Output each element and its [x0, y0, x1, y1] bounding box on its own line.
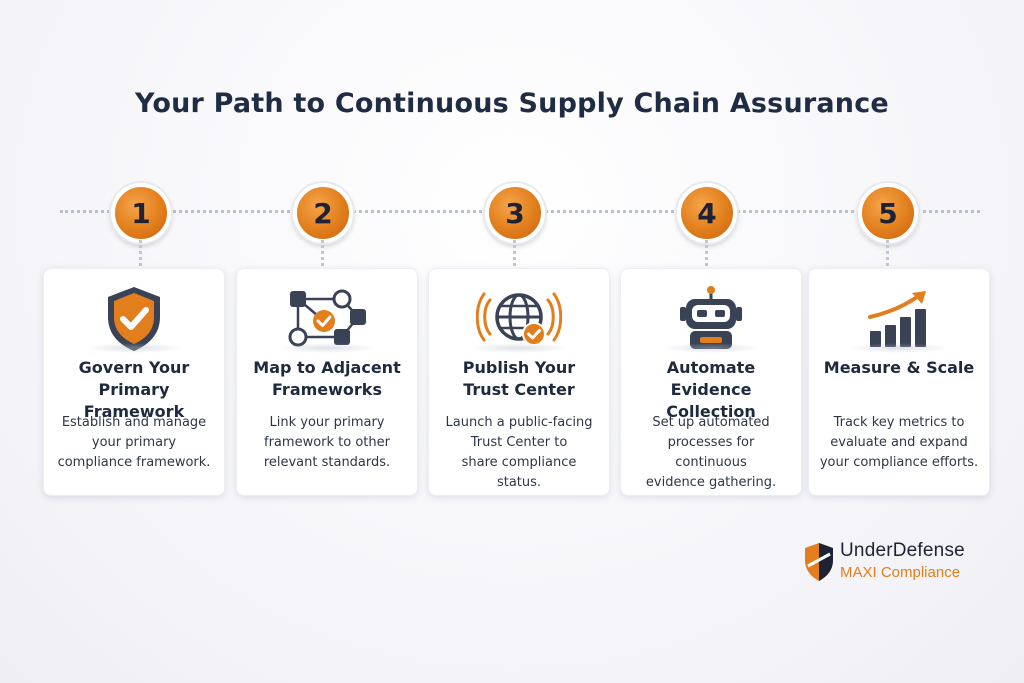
step-5-title: Measure & Scale	[823, 358, 975, 377]
growth-chart-icon	[809, 279, 989, 359]
brand-name: UnderDefense	[840, 540, 965, 561]
robot-icon	[621, 279, 801, 359]
network-map-icon	[237, 279, 417, 359]
page-title: Your Path to Continuous Supply Chain Ass…	[135, 88, 889, 119]
brand-shield-icon	[804, 542, 834, 586]
step-1-connector	[139, 240, 142, 266]
step-4-badge: 4	[677, 183, 737, 243]
brand-logo: UnderDefense MAXI Compliance	[804, 540, 994, 584]
step-5-badge: 5	[858, 183, 918, 243]
step-2-connector	[321, 240, 324, 266]
step-4-connector	[705, 240, 708, 266]
step-1-badge: 1	[111, 183, 171, 243]
shield-check-icon	[44, 279, 224, 359]
brand-product: MAXI Compliance	[840, 564, 961, 581]
step-5-connector	[886, 240, 889, 266]
step-2-badge: 2	[293, 183, 353, 243]
globe-broadcast-icon	[429, 279, 609, 359]
step-3-badge: 3	[485, 183, 545, 243]
step-3-connector	[513, 240, 516, 266]
